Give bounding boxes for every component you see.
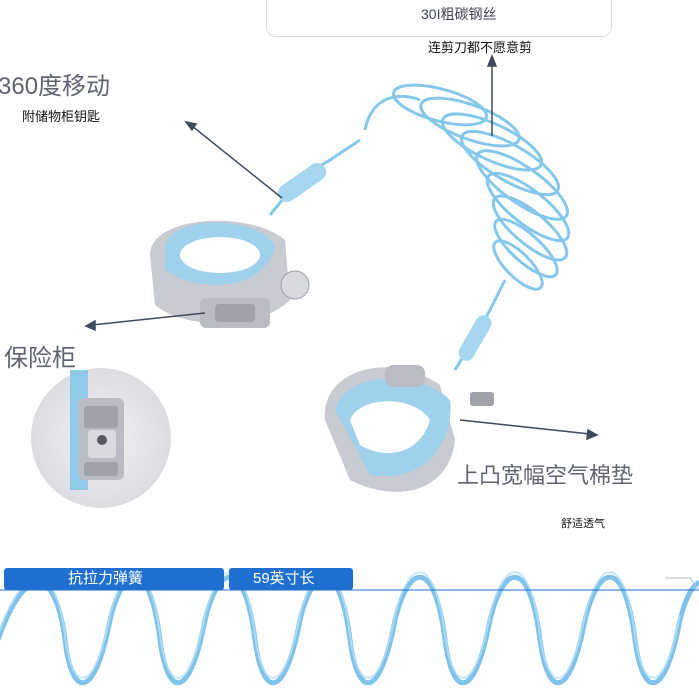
safety-lock-label: 保险柜 bbox=[4, 345, 76, 372]
key-storage-label: 附储物柜钥匙 bbox=[22, 109, 101, 124]
scissor-proof-label: 连剪刀都不愿意剪 bbox=[428, 40, 533, 55]
top-label-box bbox=[266, 0, 612, 37]
lock-closeup bbox=[31, 368, 171, 508]
length-tab: 59英寸长 bbox=[229, 568, 353, 590]
wrist-cuff-bottom bbox=[324, 365, 494, 492]
spring-tab: 抗拉力弹簧 bbox=[4, 568, 224, 590]
wrist-cuff-top bbox=[150, 220, 310, 328]
coiled-cable bbox=[268, 83, 571, 371]
rotation-label: 360度移动 bbox=[0, 73, 111, 100]
pointer-arrows bbox=[84, 53, 599, 441]
cable-sleeve bbox=[277, 162, 327, 203]
cable-sleeve bbox=[458, 315, 492, 361]
steel-wire-label: 30I粗碳钢丝 bbox=[421, 6, 497, 22]
cushion-label: 上凸宽幅空气棉垫 bbox=[457, 463, 634, 488]
breathable-label: 舒适透气 bbox=[561, 518, 605, 530]
